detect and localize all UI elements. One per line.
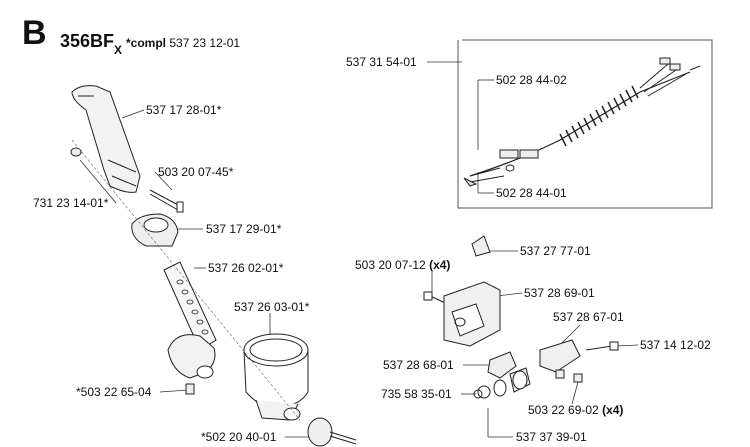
- part-label: 537 27 77-01: [520, 244, 591, 258]
- ring-537-26-03-01: [243, 333, 309, 421]
- quantity: (x4): [429, 258, 451, 272]
- handle-grip: [71, 85, 141, 193]
- part-number: 503 22 69-02: [528, 403, 599, 417]
- assembly-axis: [71, 139, 301, 421]
- part-label: 537 28 67-01: [553, 310, 624, 324]
- gear-502-20-40-01: [307, 417, 357, 447]
- part-label: 537 26 02-01*: [208, 261, 284, 275]
- part-label-with-qty: 503 20 07-12 (x4): [355, 259, 450, 271]
- nut-503-22-69-02: [555, 369, 583, 383]
- compl-number: 537 23 12-01: [169, 36, 241, 50]
- compl-label: *compl: [126, 36, 167, 50]
- part-label: 735 58 35-01: [381, 387, 452, 401]
- bushing: [509, 367, 531, 393]
- part-label: 537 17 29-01*: [206, 222, 282, 236]
- part-label: 503 20 07-45*: [158, 165, 234, 179]
- part-label-with-qty: 503 22 69-02 (x4): [528, 404, 623, 416]
- model-subscript: X: [114, 43, 123, 57]
- part-label: 537 28 68-01: [383, 358, 454, 372]
- part-label: 731 23 14-01*: [33, 196, 109, 210]
- part-label: 537 14 12-02: [640, 338, 711, 352]
- clamp-537-17-29-01: [131, 213, 179, 247]
- switch-assembly: [423, 235, 619, 399]
- part-label: *502 20 40-01: [201, 430, 277, 444]
- part-label: 537 31 54-01: [346, 55, 417, 69]
- part-label: *503 22 65-04: [76, 385, 152, 399]
- part-label: 537 26 03-01*: [234, 300, 310, 314]
- nut-731-23-14-01: [70, 147, 82, 157]
- harness-bracket: [457, 39, 713, 209]
- handle-bend: [167, 334, 216, 379]
- part-label: 537 17 28-01*: [146, 103, 222, 117]
- washer-537-37-39-01: [493, 379, 507, 397]
- wiring-harness: [463, 57, 701, 187]
- section-letter: B: [22, 14, 47, 52]
- screw-503-20-07-45: [149, 189, 184, 213]
- model-name: 356BFX: [60, 31, 122, 56]
- leader-lines: [79, 61, 639, 438]
- quantity: (x4): [602, 403, 624, 417]
- part-number: 503 20 07-12: [355, 258, 426, 272]
- clip-503-22-65-04: [185, 383, 195, 395]
- model-text: 356BF: [60, 31, 115, 51]
- tube-537-26-02-01: [163, 261, 217, 351]
- spring-735-58-35-01: [473, 385, 491, 399]
- complete-assembly-number: *compl 537 23 12-01: [126, 37, 240, 49]
- part-label: 537 28 69-01: [524, 286, 595, 300]
- cover-537-27-77-01: [471, 235, 491, 257]
- part-label: 537 37 39-01: [516, 430, 587, 444]
- lever-537-28-68-01: [487, 351, 517, 379]
- part-label: 502 28 44-02: [496, 73, 567, 87]
- part-label: 502 28 44-01: [496, 186, 567, 200]
- bracket-537-28-67-01: [539, 339, 581, 373]
- screw-537-14-12-02: [585, 341, 619, 351]
